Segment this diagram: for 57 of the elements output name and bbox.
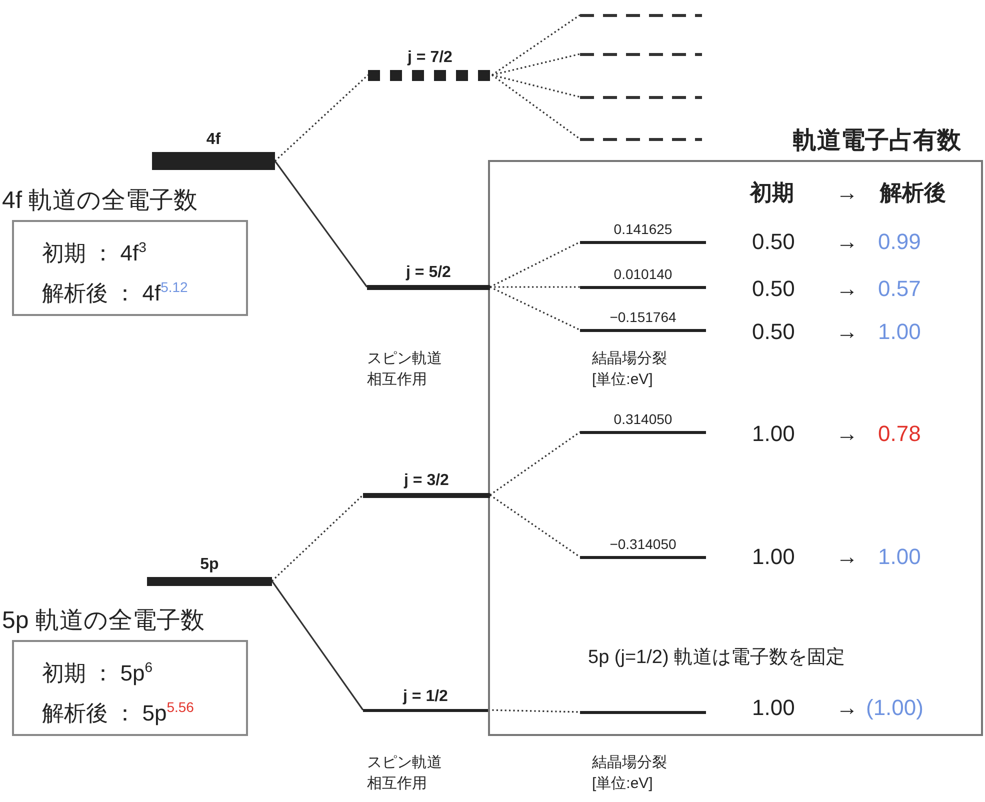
final-value: 0.57	[878, 275, 921, 303]
electron-count: 解析後 ： 5p$^{5.56}$	[41, 698, 195, 728]
electron-count: 初期 ： 5p$^{6}$	[41, 658, 154, 688]
initial-value: 0.50	[752, 318, 795, 346]
dotted-connector	[490, 241, 580, 288]
initial-value: 1.00	[752, 694, 795, 722]
level-label: 0.314050	[612, 410, 674, 428]
summary-heading: 4f 軌道の全電子数	[2, 186, 198, 216]
axis-note: スピン軌道相互作用	[367, 349, 443, 390]
dotted-connector	[274, 74, 369, 162]
level-label: −0.314050	[608, 534, 678, 554]
axis-note: 結晶場分裂[単位:eV]	[592, 349, 668, 390]
dotted-connector	[492, 74, 580, 98]
final-value: (1.00)	[866, 694, 924, 722]
level-label: −0.151764	[608, 308, 678, 326]
arrow-glyph: →	[836, 420, 858, 448]
column-heading: 初期	[750, 179, 794, 207]
arrow-glyph: →	[836, 179, 858, 207]
summary-heading: 5p 軌道の全電子数	[2, 606, 204, 636]
note-text: 5p (j=1/2) 軌道は電子数を固定	[588, 646, 846, 670]
dotted-connector	[490, 286, 580, 288]
arrow-glyph: →	[836, 228, 858, 256]
arrow-glyph: →	[836, 543, 858, 571]
final-value: 0.99	[878, 228, 921, 256]
dotted-connector	[271, 494, 364, 582]
dotted-connector	[490, 494, 580, 558]
level-label: 0.141625	[612, 220, 674, 238]
dotted-connector	[492, 74, 580, 140]
level-label: j = 3/2	[402, 470, 450, 490]
initial-value: 1.00	[752, 420, 795, 448]
dotted-connector	[492, 53, 580, 76]
dotted-connector	[490, 286, 580, 331]
frame-heading: 軌道電子占有数	[793, 126, 961, 156]
dotted-connector	[492, 14, 580, 76]
level-label: 0.010140	[612, 264, 674, 284]
level-label: 5p	[199, 554, 220, 574]
connector-line	[271, 580, 364, 710]
final-value: 1.00	[878, 543, 921, 571]
level-label: j = 1/2	[402, 686, 449, 706]
connector-line	[274, 160, 368, 288]
axis-note: スピン軌道相互作用	[367, 753, 443, 794]
arrow-glyph: →	[836, 275, 858, 303]
arrow-glyph: →	[836, 318, 858, 346]
level-label: j = 5/2	[404, 262, 452, 282]
level-label: j = 7/2	[406, 48, 454, 68]
final-value: 0.78	[878, 420, 921, 448]
arrow-glyph: →	[836, 694, 858, 722]
electron-count: 初期 ： 4f$^{3}$	[41, 238, 148, 268]
level-label: 4f	[205, 130, 222, 150]
initial-value: 0.50	[752, 275, 795, 303]
initial-value: 0.50	[752, 228, 795, 256]
dotted-connector	[490, 431, 580, 496]
final-value: 1.00	[878, 318, 921, 346]
initial-value: 1.00	[752, 543, 795, 571]
axis-note: 結晶場分裂[単位:eV]	[592, 753, 668, 794]
column-heading: 解析後	[880, 179, 946, 207]
electron-count: 解析後 ： 4f$^{5.12}$	[41, 278, 189, 308]
